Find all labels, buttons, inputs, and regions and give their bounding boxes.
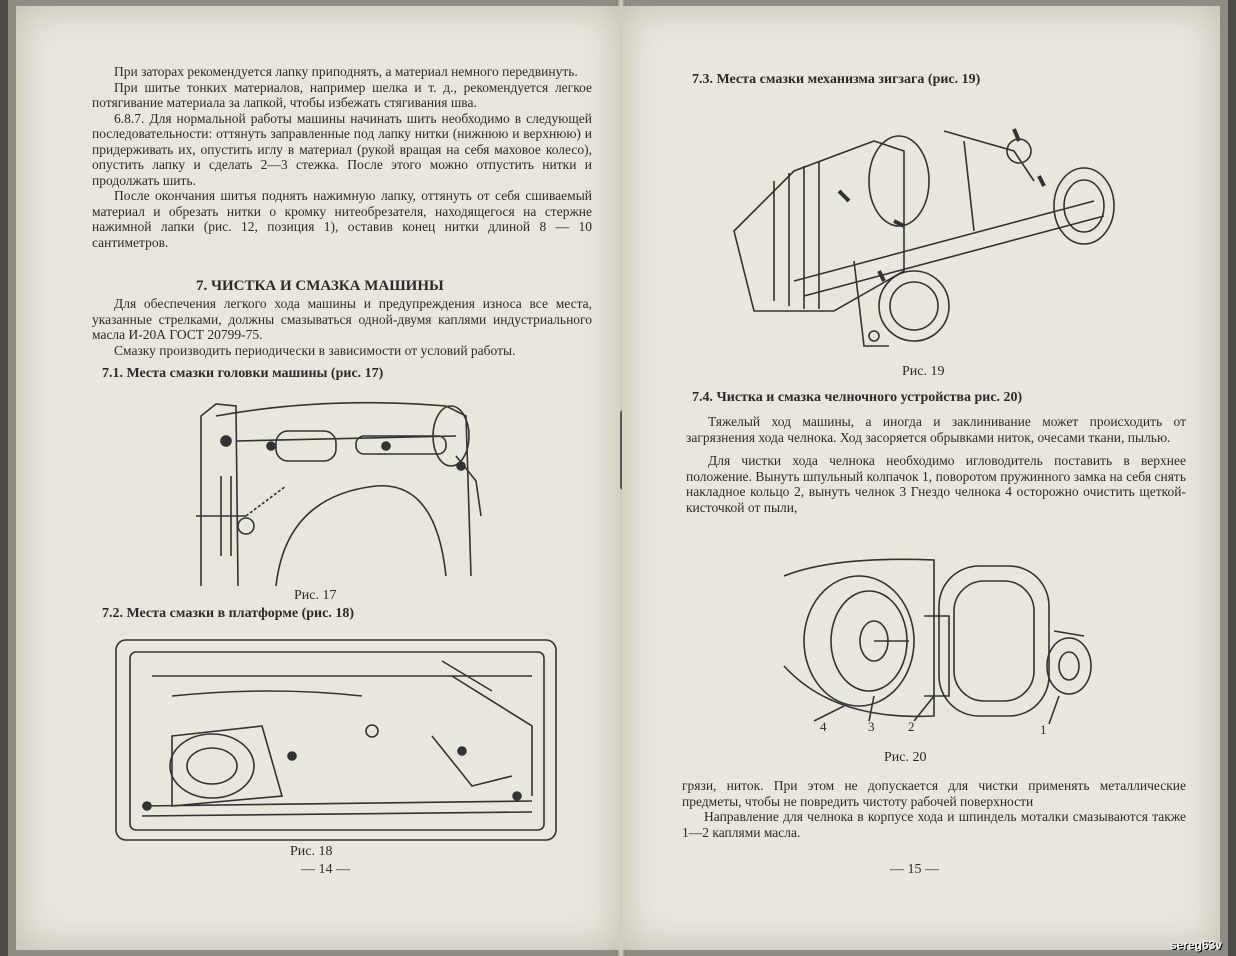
page-14: При заторах рекомендуется лапку приподня… bbox=[16, 6, 620, 950]
right-text-block-bottom: грязи, ниток. При этом не допускается дл… bbox=[682, 778, 1186, 840]
paragraph-okonchanie-shitya: После окончания шитья поднять нажимную л… bbox=[92, 188, 592, 250]
heading-7-2: 7.2. Места смазки в платформе (рис. 18) bbox=[102, 606, 354, 621]
page-15: 7.3. Места смазки механизма зигзага (рис… bbox=[622, 6, 1220, 950]
paragraph-periodichnost: Смазку производить периодически в зависи… bbox=[114, 342, 516, 358]
fig20-label-1: 1 bbox=[1040, 722, 1047, 737]
fig20-label-3: 3 bbox=[868, 719, 875, 734]
figure-20-shuttle bbox=[774, 546, 1114, 736]
right-text-block-top: Тяжелый ход машины, а иногда и заклинива… bbox=[686, 414, 1186, 515]
paragraph-tonkie-materialy: При шитье тонких материалов, например ше… bbox=[92, 79, 592, 111]
caption-fig-20: Рис. 20 bbox=[884, 750, 927, 765]
section-title-7: 7. ЧИСТКА И СМАЗКА МАШИНЫ bbox=[196, 278, 444, 294]
figure-17-machine-head bbox=[176, 386, 506, 591]
paragraph-napravlenie-chelnoka: Направление для челнока в корпусе хода и… bbox=[682, 809, 1186, 840]
page-number-15: — 15 — bbox=[890, 862, 939, 877]
heading-7-3: 7.3. Места смазки механизма зигзага (рис… bbox=[692, 72, 981, 87]
caption-fig-19: Рис. 19 bbox=[902, 364, 945, 379]
open-booklet: При заторах рекомендуется лапку приподня… bbox=[8, 0, 1228, 956]
page-number-14: — 14 — bbox=[301, 862, 350, 877]
paragraph-tyazhely-hod: Тяжелый ход машины, а иногда и заклинива… bbox=[686, 414, 1186, 445]
figure-19-zigzag-mechanism bbox=[714, 111, 1144, 356]
paragraph-zatory: При заторах рекомендуется лапку приподня… bbox=[114, 64, 578, 79]
paragraph-gryazi-nitok: грязи, ниток. При этом не допускается дл… bbox=[682, 778, 1186, 809]
figure-18-platform bbox=[112, 636, 562, 846]
watermark: sereg63v bbox=[1169, 938, 1222, 952]
left-text-block-lubrication: Для обеспечения легкого хода машины и пр… bbox=[92, 296, 592, 358]
left-text-block-top: При заторах рекомендуется лапку приподня… bbox=[92, 64, 592, 250]
heading-7-1: 7.1. Места смазки головки машины (рис. 1… bbox=[102, 366, 384, 381]
paragraph-6-8-7: 6.8.7. Для нормальной работы машины начи… bbox=[92, 110, 592, 188]
paragraph-chistka-hoda: Для чистки хода челнока необходимо иглов… bbox=[686, 453, 1186, 515]
paragraph-obespechenie: Для обеспечения легкого хода машины и пр… bbox=[92, 296, 592, 342]
fig20-label-2: 2 bbox=[908, 719, 915, 734]
fig20-label-4: 4 bbox=[820, 719, 827, 734]
caption-fig-17: Рис. 17 bbox=[294, 588, 337, 603]
heading-7-4: 7.4. Чистка и смазка челночного устройст… bbox=[692, 390, 1023, 405]
caption-fig-18: Рис. 18 bbox=[290, 844, 333, 859]
